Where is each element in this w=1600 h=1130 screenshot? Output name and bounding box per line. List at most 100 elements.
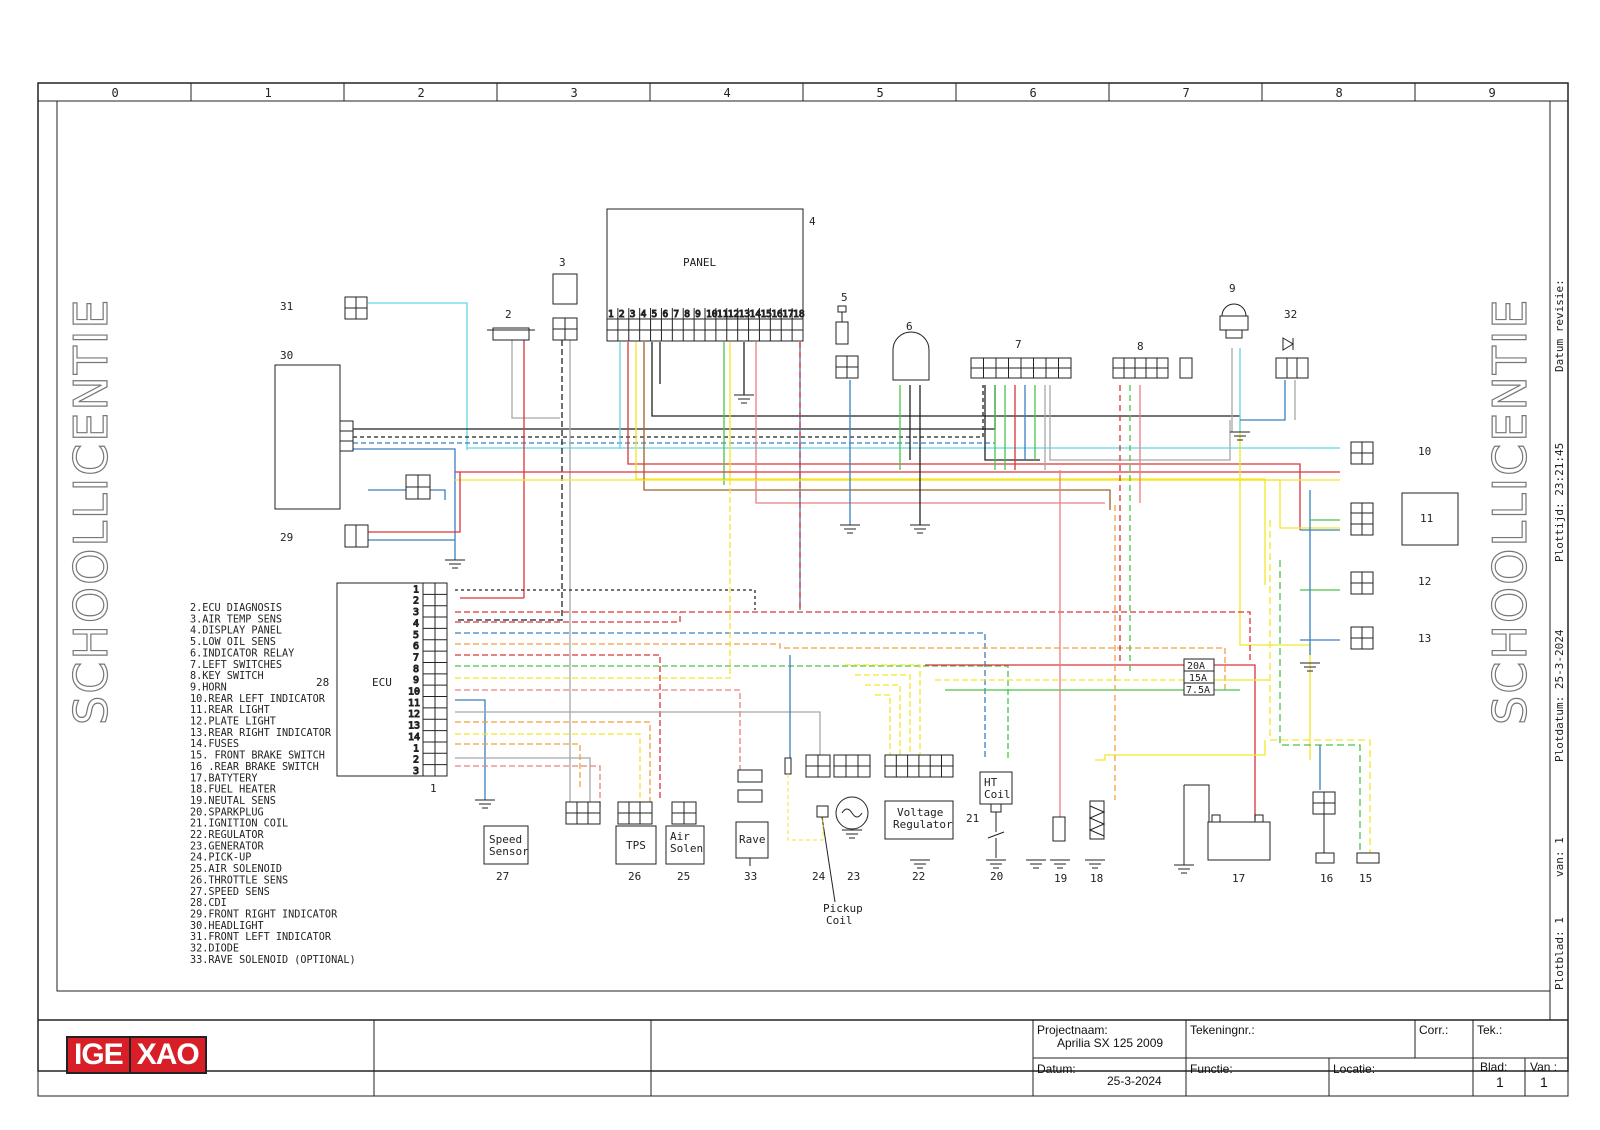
locatie-label: Locatie:	[1333, 1062, 1376, 1076]
fuse-15a: 15A	[1189, 673, 1207, 684]
ground-symbols	[445, 394, 1320, 874]
air-temp-sensor	[552, 273, 578, 305]
label-5: 5	[841, 291, 848, 304]
panel-pin-3: 3	[630, 309, 636, 320]
logo-right: XAO	[130, 1036, 207, 1074]
panel-label: PANEL	[683, 256, 716, 269]
speed-sensor-l2: Sensor	[489, 845, 529, 858]
ecu-pin-12: 13	[408, 721, 420, 732]
column-label-7: 7	[1183, 86, 1190, 100]
labels: 31 30 29 28 2 3 4 5 6 7 8 9 32 10 11 12 …	[280, 215, 1433, 927]
sidebar-plottijd: Plottijd: 23:21:45	[1553, 442, 1566, 562]
panel-pin-17: 17	[782, 309, 793, 320]
label-33: 33	[744, 870, 757, 883]
igexao-logo: IGE XAO	[66, 1036, 207, 1074]
column-label-0: 0	[112, 86, 119, 100]
ecu-pin-11: 12	[408, 709, 420, 720]
label-13: 13	[1418, 632, 1431, 645]
low-oil-sensor	[835, 321, 849, 345]
panel-pin-12: 12	[728, 309, 739, 320]
legend-item: 17.BATYTERY	[190, 773, 257, 784]
panel-pin-8: 8	[684, 309, 690, 320]
tek-label: Tek.:	[1477, 1023, 1503, 1037]
label-22: 22	[912, 870, 925, 883]
headlight-box	[274, 364, 341, 510]
legend-item: 31.FRONT LEFT INDICATOR	[190, 932, 332, 943]
indicator-relay	[892, 331, 930, 381]
sparkplug-symbol	[987, 812, 1005, 858]
label-20: 20	[990, 870, 1003, 883]
horn	[1221, 303, 1247, 317]
ecu-pin-3: 4	[413, 618, 419, 629]
neutral-sensor	[1052, 816, 1066, 842]
label-26: 26	[628, 870, 641, 883]
label-4: 4	[809, 215, 816, 228]
pickup-coil-l2: Coil	[826, 914, 853, 927]
title-block	[37, 1019, 1569, 1097]
label-17: 17	[1232, 872, 1245, 885]
pickup-coil-l1: Pickup	[823, 902, 863, 915]
voltage-regulator-l2: Regulator	[893, 818, 953, 831]
functie-label: Functie:	[1190, 1062, 1233, 1076]
legend-item: 6.INDICATOR RELAY	[190, 648, 294, 659]
logo-left: IGE	[66, 1036, 131, 1074]
label-31: 31	[280, 300, 293, 313]
tps-box	[615, 825, 657, 865]
pickup-coil	[816, 805, 829, 818]
label-25: 25	[677, 870, 690, 883]
speed-sensor-l1: Speed	[489, 833, 522, 846]
ecu-pin-0: 1	[413, 584, 419, 595]
corr-label: Corr.:	[1419, 1023, 1449, 1037]
rear-light-box	[1401, 492, 1459, 546]
legend-item: 10.REAR LEFT INDICATOR	[190, 694, 326, 705]
legend-item: 27.SPEED SENS	[190, 887, 270, 898]
battery-box	[1207, 821, 1271, 861]
ecu-diagnosis-connector	[492, 327, 530, 341]
ecu-box	[336, 582, 424, 777]
label-16: 16	[1320, 872, 1333, 885]
ecu-pin-8: 9	[413, 675, 419, 686]
legend-item: 23.GENERATOR	[190, 841, 264, 852]
panel-pin-16: 16	[771, 309, 783, 320]
ecu-pin-15: 2	[413, 755, 419, 766]
column-label-8: 8	[1336, 86, 1343, 100]
air-solen-l1: Air	[670, 830, 690, 843]
panel-pin-2: 2	[619, 309, 625, 320]
legend-item: 9.HORN	[190, 682, 227, 693]
label-19: 19	[1054, 872, 1067, 885]
panel-pin-1: 1	[608, 309, 614, 320]
diode	[1282, 337, 1294, 351]
legend-item: 24.PICK-UP	[190, 853, 251, 864]
panel-pin-15: 15	[760, 309, 771, 320]
display-panel-box	[606, 208, 804, 320]
panel-pin-18: 18	[793, 309, 805, 320]
legend-item: 29.FRONT RIGHT INDICATOR	[190, 909, 338, 920]
legend-item: 7.LEFT SWITCHES	[190, 660, 282, 671]
tps-label: TPS	[626, 839, 646, 852]
legend-item: 13.REAR RIGHT INDICATOR	[190, 728, 332, 739]
label-32: 32	[1284, 308, 1297, 321]
wire-lightblue-31	[368, 302, 1340, 449]
panel-pin-5: 5	[652, 309, 658, 320]
label-11: 11	[1420, 512, 1433, 525]
column-label-9: 9	[1489, 86, 1496, 100]
voltage-regulator-box	[884, 800, 954, 840]
legend-item: 26.THROTTLE SENS	[190, 875, 288, 886]
front-brake-switch	[1356, 852, 1380, 864]
speed-sensor-box	[483, 825, 529, 865]
label-6: 6	[906, 320, 913, 333]
panel-pin-13: 13	[739, 309, 750, 320]
label-1: 1	[430, 782, 437, 795]
sidebar-datum-revisie: Datum revisie:	[1553, 279, 1566, 372]
ecu-pin-13: 14	[408, 732, 420, 743]
legend-item: 20.SPARKPLUG	[190, 807, 264, 818]
legend-item: 16 .REAR BRAKE SWITCH	[190, 762, 319, 773]
ht-coil-l2: Coil	[984, 788, 1011, 801]
legend-item: 21.IGNITION COIL	[190, 819, 288, 830]
panel-pin-11: 11	[717, 309, 729, 320]
ecu-pin-4: 5	[413, 630, 419, 641]
sidebar-plotblad: Plotblad: 1	[1553, 917, 1566, 990]
projectnaam-label: Projectnaam:	[1037, 1023, 1108, 1037]
